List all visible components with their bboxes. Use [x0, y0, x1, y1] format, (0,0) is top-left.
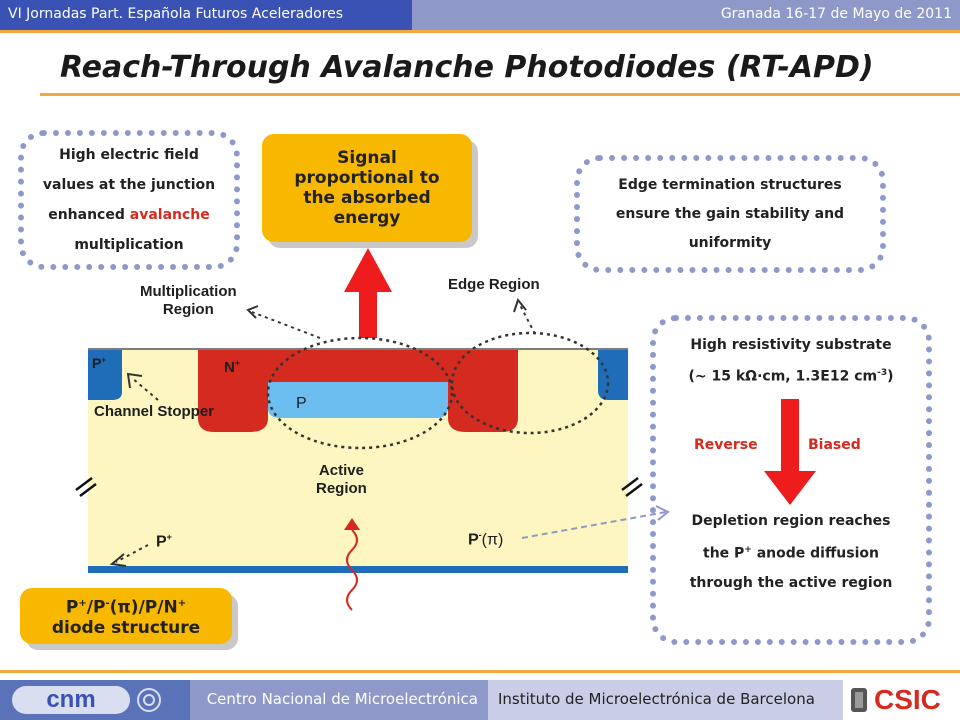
slide-title: Reach-Through Avalanche Photodiodes (RT-…: [60, 50, 874, 85]
break-mark-right: [621, 477, 639, 491]
cnm-logo-text: cnm: [12, 686, 130, 714]
reverse-label: Reverse: [694, 437, 758, 453]
title-underline: [40, 93, 960, 96]
signal-arrow-shaft: [359, 290, 377, 338]
depletion-pointer: [521, 511, 667, 539]
biased-label: Biased: [808, 437, 861, 453]
depletion-line-3: through the active region: [689, 574, 893, 591]
cnm-name: Centro Nacional de Microelectrónica: [206, 690, 478, 708]
cnm-logo: cnm: [0, 680, 190, 720]
edge-ellipse: [450, 331, 610, 435]
multiplication-region-label: Multiplication Region: [140, 283, 237, 318]
channel-stopper-label: Channel Stopper: [94, 403, 215, 420]
device-backside-contact: [88, 566, 628, 573]
diode-structure-callout: P+/P-(π)/P/N+ diode structure: [20, 588, 232, 644]
diode-line-1: P+/P-(π)/P/N+: [65, 597, 187, 618]
stopper-pointer: [131, 377, 159, 401]
substrate-line-2: (~ 15 kΩ·cm, 1.3E12 cm-3): [688, 368, 894, 385]
footer-divider: [0, 670, 960, 673]
pplus-pointer-head: [109, 553, 127, 567]
n-plus-label: N+: [224, 358, 241, 376]
multiplication-ellipse: [266, 336, 454, 450]
edge-termination-text: Edge termination structures ensure the g…: [615, 176, 845, 251]
signal-callout: Signal proportional to the absorbed ener…: [262, 134, 472, 242]
signal-text: Signal proportional to the absorbed ener…: [294, 148, 440, 228]
p-plus-right-well: [598, 350, 628, 400]
incident-light-head: [344, 518, 360, 530]
electric-field-text: High electric field values at the juncti…: [42, 147, 216, 223]
footer-imb: Instituto de Microelectrónica de Barcelo…: [488, 680, 960, 720]
p-plus-bottom-label: P+: [156, 532, 172, 551]
csic-logo: CSIC: [874, 684, 941, 715]
mult-pointer: [251, 311, 321, 339]
conference-name: VI Jornadas Part. Española Futuros Acele…: [8, 6, 344, 22]
header-divider: [0, 30, 960, 33]
header-right: Granada 16-17 de Mayo de 2011: [412, 0, 960, 30]
avalanche-highlight: avalanche: [129, 207, 210, 223]
active-region-label: Active Region: [316, 462, 367, 497]
multiplication-text: multiplication: [74, 237, 184, 253]
csic-crest-icon: [851, 688, 867, 712]
pplus-pointer: [115, 544, 149, 563]
signal-arrow-head: [344, 248, 392, 292]
conference-date: Granada 16-17 de Mayo de 2011: [720, 6, 952, 22]
diode-line-2: diode structure: [51, 618, 201, 639]
edge-pointer-head: [513, 297, 527, 313]
header-bar: VI Jornadas Part. Española Futuros Acele…: [0, 0, 960, 30]
p-plus-left-well: [88, 350, 122, 400]
edge-region-label: Edge Region: [448, 276, 540, 293]
footer-bar: cnm Centro Nacional de Microelectrónica …: [0, 680, 960, 720]
p-region-label: P: [296, 395, 307, 412]
p-plus-left-label: P+: [92, 355, 107, 371]
header-left: VI Jornadas Part. Española Futuros Acele…: [0, 0, 412, 30]
bias-arrow-icon: [764, 399, 816, 505]
edge-termination-callout: Edge termination structures ensure the g…: [574, 155, 886, 273]
device-surface: [88, 348, 628, 350]
cnm-globe-icon: [137, 688, 161, 712]
footer-cnm: Centro Nacional de Microelectrónica: [190, 680, 488, 720]
edge-pointer: [519, 304, 536, 335]
p-region: [268, 382, 448, 418]
electric-field-callout: High electric field values at the juncti…: [18, 130, 240, 270]
break-mark-left: [75, 477, 93, 491]
p-minus-pi-label: P-(π): [468, 530, 504, 549]
substrate-line-1: High resistivity substrate: [690, 337, 892, 353]
substrate-callout: High resistivity substrate (~ 15 kΩ·cm, …: [650, 315, 932, 645]
imb-name: Instituto de Microelectrónica de Barcelo…: [498, 690, 815, 708]
stopper-pointer-head: [126, 372, 143, 389]
depletion-line-1: Depletion region reaches: [691, 513, 891, 529]
depletion-line-2: the P+ anode diffusion: [703, 545, 879, 562]
depletion-pointer-head: [655, 505, 670, 521]
incident-light-wave: [346, 529, 358, 611]
mult-pointer-head: [246, 305, 259, 319]
